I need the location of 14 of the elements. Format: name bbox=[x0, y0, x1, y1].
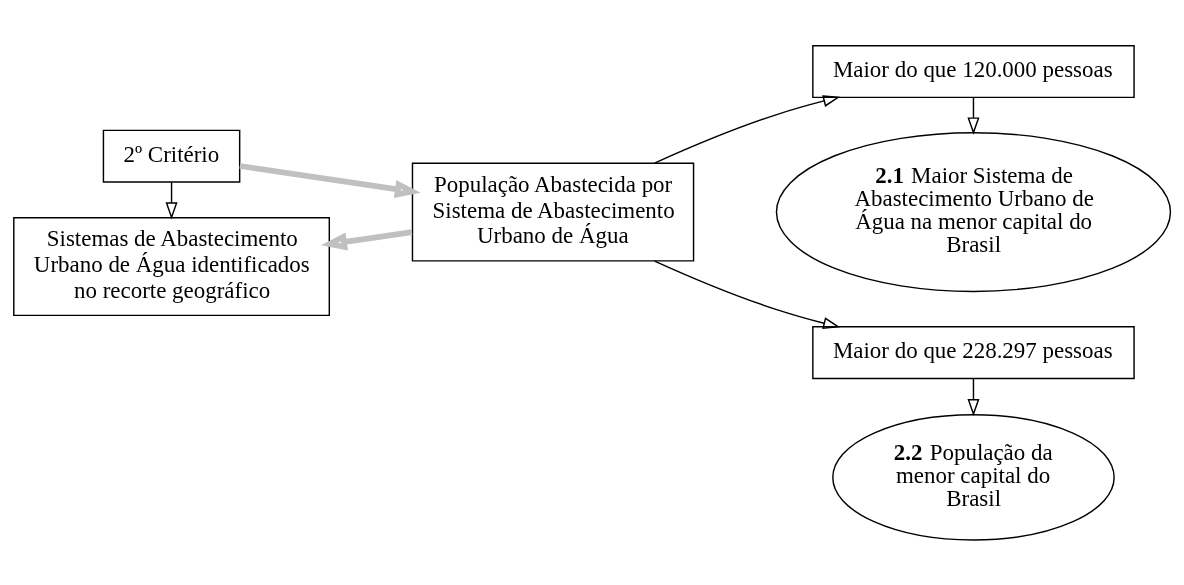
arrow bbox=[165, 180, 178, 220]
arrow bbox=[653, 94, 841, 164]
arrow bbox=[967, 96, 980, 135]
arrow bbox=[321, 228, 413, 251]
node-box: Maior do que 120.000 pessoas bbox=[812, 44, 1135, 98]
node-box: População Abastecida por Sistema de Abastecimento Urbano de Água bbox=[411, 162, 695, 262]
arrow bbox=[239, 162, 421, 198]
node-ellipse: 2.1 Maior Sistema de Abastecimento Urbano de Água na menor capital do Brasil bbox=[775, 131, 1172, 292]
arrow bbox=[653, 259, 841, 329]
arrow bbox=[967, 377, 980, 416]
node-box: 2º Critério bbox=[102, 129, 241, 183]
node-ellipse: 2.2 População da menor capital do Brasil bbox=[832, 413, 1115, 541]
node-box: Sistemas de Abastecimento Urbano de Água identificados no recorte geográfico bbox=[13, 216, 331, 316]
node-box: Maior do que 228.297 pessoas bbox=[812, 325, 1135, 379]
